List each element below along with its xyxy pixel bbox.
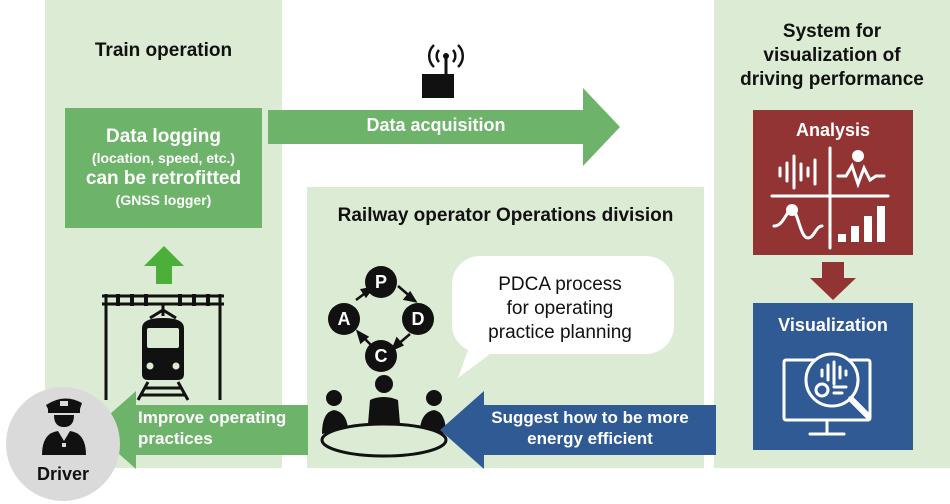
data-logging-line3: can be retrofitted <box>85 168 242 189</box>
data-logging-box: Data logging (location, speed, etc.) can… <box>65 108 262 228</box>
driver-icon <box>42 398 86 455</box>
speech-bubble <box>452 256 674 378</box>
improve-label: Improve operating practices <box>138 407 298 449</box>
pdca-p-circle: P <box>365 266 397 298</box>
pdca-d-circle: D <box>402 303 434 335</box>
monitor-search-icon <box>782 352 872 436</box>
bubble-line1: PDCA process <box>498 274 622 295</box>
system-title: System for visualization of driving perf… <box>714 20 950 92</box>
system-title-line2: visualization of <box>763 45 901 66</box>
pdca-a-circle: A <box>328 303 360 335</box>
meeting-people-icon <box>320 375 448 458</box>
operations-division-title: Railway operator Operations division <box>337 205 674 226</box>
analysis-chart-icon <box>770 146 890 250</box>
data-logging-line4: (GNSS logger) <box>115 192 212 208</box>
suggest-line2: energy efficient <box>527 429 653 448</box>
train-operation-panel <box>45 0 282 468</box>
suggest-arrow <box>440 391 716 469</box>
system-title-line3: driving performance <box>740 69 924 90</box>
train-operation-title: Train operation <box>94 40 233 61</box>
pdca-c-circle: C <box>365 340 397 372</box>
analysis-label: Analysis <box>795 120 871 140</box>
improve-line1: Improve operating <box>138 408 287 427</box>
analysis-box: Analysis <box>753 110 913 255</box>
driver-label: Driver <box>36 464 90 484</box>
bubble-line3: practice planning <box>488 322 632 343</box>
analysis-to-visualization-arrow <box>810 262 856 300</box>
gnss-logger-icon <box>422 44 465 98</box>
speech-bubble-text: PDCA process for operating practice plan… <box>455 273 665 345</box>
up-arrow <box>144 246 184 284</box>
data-acquisition-label: Data acquisition <box>366 115 506 135</box>
data-logging-line1: Data logging <box>105 126 222 147</box>
suggest-line1: Suggest how to be more <box>491 408 689 427</box>
visualization-label: Visualization <box>778 315 888 335</box>
suggest-label: Suggest how to be more energy efficient <box>470 407 710 449</box>
train-icon <box>102 294 224 401</box>
data-logging-line2: (location, speed, etc.) <box>91 150 236 166</box>
bubble-line2: for operating <box>506 298 614 319</box>
improve-line2: practices <box>138 429 213 448</box>
data-acquisition-arrow <box>268 88 620 166</box>
system-title-line1: System for <box>782 21 882 42</box>
improve-arrow <box>92 391 308 469</box>
